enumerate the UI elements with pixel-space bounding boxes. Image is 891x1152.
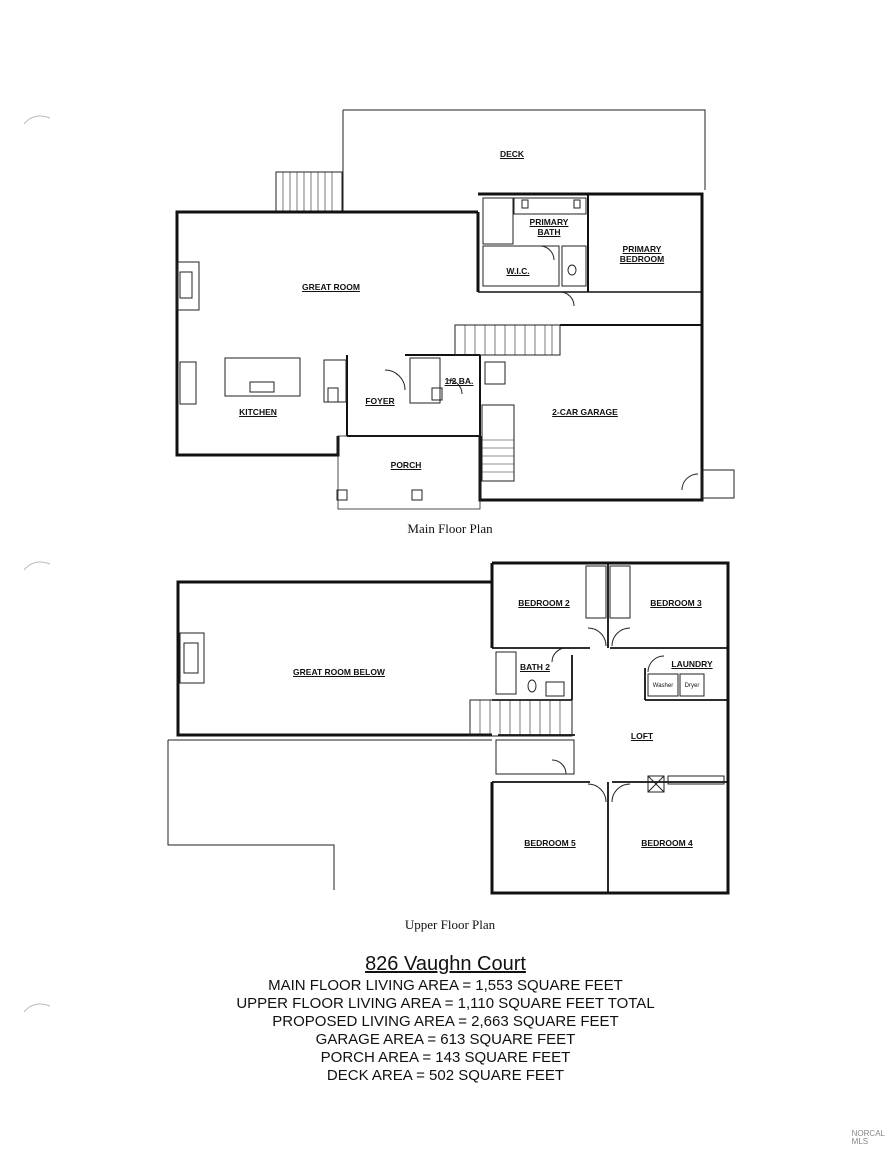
room-label-kitchen: KITCHEN: [239, 407, 277, 417]
watermark-line-1: NORCAL: [851, 1129, 885, 1138]
room-label-great-room: GREAT ROOM: [302, 282, 360, 292]
room-label-primary-bath: PRIMARY BATH: [529, 217, 569, 237]
mls-watermark: NORCAL MLS: [852, 1130, 885, 1146]
hole-punch-mark: [23, 1003, 51, 1013]
room-label-half-bath: 1/2 BA.: [444, 376, 474, 386]
watermark-line-2: MLS: [851, 1137, 869, 1146]
room-label-bath-2: BATH 2: [519, 662, 551, 672]
upper-floor-area-line: UPPER FLOOR LIVING AREA = 1,110 SQUARE F…: [236, 995, 655, 1012]
proposed-area-line: PROPOSED LIVING AREA = 2,663 SQUARE FEET: [272, 1013, 619, 1030]
main-floor-area-line: MAIN FLOOR LIVING AREA = 1,553 SQUARE FE…: [268, 977, 623, 994]
room-label-foyer: FOYER: [365, 396, 395, 406]
room-label-deck: DECK: [499, 149, 525, 159]
room-label-bedroom-5: BEDROOM 5: [524, 838, 576, 848]
room-label-laundry: LAUNDRY: [671, 659, 713, 669]
upper-floor-caption: Upper Floor Plan: [404, 917, 496, 932]
washer-label: Washer: [652, 683, 674, 689]
room-label-wic: W.I.C.: [506, 266, 530, 276]
room-label-porch: PORCH: [390, 460, 422, 470]
room-label-loft: LOFT: [630, 731, 654, 741]
room-label-garage: 2-CAR GARAGE: [552, 407, 618, 417]
room-label-great-room-below: GREAT ROOM BELOW: [293, 667, 385, 677]
room-label-bedroom-2: BEDROOM 2: [518, 598, 570, 608]
dryer-label: Dryer: [684, 683, 700, 689]
deck-area-line: DECK AREA = 502 SQUARE FEET: [326, 1067, 565, 1084]
property-address-title: 826 Vaughn Court: [365, 953, 526, 975]
hole-punch-mark: [23, 561, 51, 571]
upper-floor-plan-drawing: [167, 739, 492, 890]
room-label-bedroom-4: BEDROOM 4: [641, 838, 693, 848]
porch-area-line: PORCH AREA = 143 SQUARE FEET: [320, 1049, 571, 1066]
area-summary: 826 Vaughn Court MAIN FLOOR LIVING AREA …: [0, 951, 891, 1085]
hole-punch-mark: [23, 115, 51, 125]
main-floor-caption: Main Floor Plan: [407, 521, 493, 536]
garage-area-line: GARAGE AREA = 613 SQUARE FEET: [315, 1031, 576, 1048]
room-label-primary-bedroom: PRIMARY BEDROOM: [619, 244, 665, 264]
room-label-bedroom-3: BEDROOM 3: [650, 598, 702, 608]
